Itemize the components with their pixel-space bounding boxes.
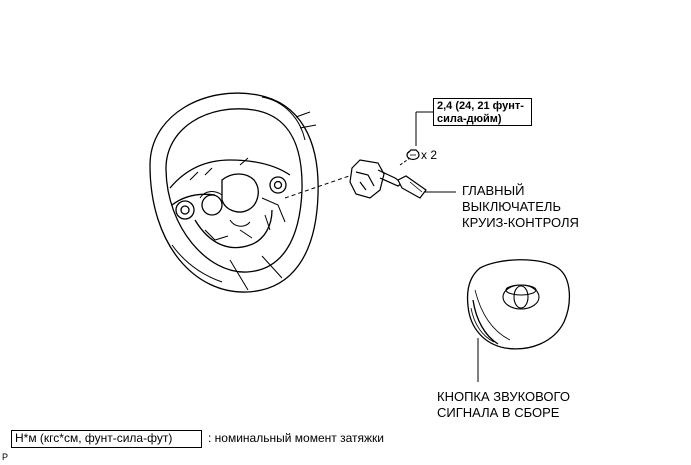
cruise-control-switch-icon — [349, 159, 427, 199]
cruise-switch-label-line2: ВЫКЛЮЧАТЕЛЬ — [462, 199, 561, 214]
torque-spec-line1: 2,4 (24, 21 фунт- — [437, 100, 524, 112]
legend-unit-box: Н*м (кгс*см, фунт-сила-фут) — [11, 430, 202, 448]
cruise-switch-label-line3: КРУИЗ-КОНТРОЛЯ — [462, 215, 579, 230]
horn-button-label-line1: КНОПКА ЗВУКОВОГО — [437, 389, 570, 404]
alignment-line — [284, 174, 353, 199]
torque-spec-line2: сила-дюйм) — [437, 113, 502, 125]
horn-button-icon — [466, 259, 570, 350]
toyota-logo-icon — [502, 284, 540, 310]
corner-mark: P — [2, 452, 9, 462]
steering-wheel — [149, 92, 319, 293]
horn-button-label: КНОПКА ЗВУКОВОГО СИГНАЛА В СБОРЕ — [437, 389, 570, 421]
torque-spec-box: 2,4 (24, 21 фунт- сила-дюйм) — [433, 98, 532, 126]
torque-leader — [415, 111, 433, 146]
horn-button-label-line2: СИГНАЛА В СБОРЕ — [437, 405, 560, 420]
legend-description: : номинальный момент затяжки — [208, 431, 384, 445]
bolt-dashed-line — [399, 157, 411, 166]
bolt-quantity: x 2 — [421, 148, 438, 162]
cruise-switch-label-line1: ГЛАВНЫЙ — [462, 183, 525, 198]
cruise-switch-label: ГЛАВНЫЙ ВЫКЛЮЧАТЕЛЬ КРУИЗ-КОНТРОЛЯ — [462, 183, 579, 231]
bolt-icon — [406, 149, 420, 161]
